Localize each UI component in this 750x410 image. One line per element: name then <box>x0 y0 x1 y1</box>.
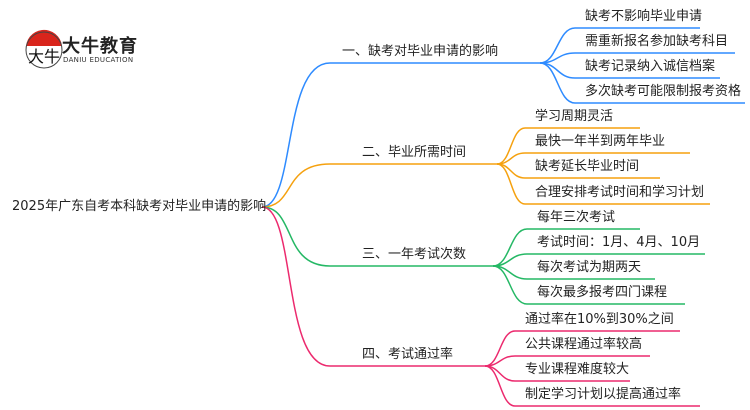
root-topic[interactable]: 2025年广东自考本科缺考对毕业申请的影响 <box>12 199 267 214</box>
branch-connector <box>261 163 497 208</box>
leaf-connector <box>496 152 690 165</box>
logo-subtitle: DANIU EDUCATION <box>63 56 134 64</box>
leaf-connector <box>484 355 650 367</box>
leaf-topic[interactable]: 最快一年半到两年毕业 <box>535 134 666 149</box>
leaf-topic[interactable]: 多次缺考可能限制报考资格 <box>585 84 742 99</box>
leaf-topic[interactable]: 考试时间：1月、4月、10月 <box>537 235 701 250</box>
leaf-connector <box>492 253 705 267</box>
leaf-topic[interactable]: 缺考延长毕业时间 <box>535 159 640 174</box>
leaf-topic[interactable]: 缺考不影响毕业申请 <box>585 9 703 24</box>
leaf-topic[interactable]: 合理安排考试时间和学习计划 <box>535 185 705 200</box>
branch-topic[interactable]: 三、一年考试次数 <box>362 247 467 262</box>
branch-topic[interactable]: 二、毕业所需时间 <box>362 145 467 160</box>
logo-mark-icon: 大牛 <box>25 29 63 69</box>
leaf-connector <box>492 265 685 305</box>
leaf-connector <box>496 127 640 165</box>
leaf-topic[interactable]: 每次考试为期两天 <box>537 260 642 275</box>
logo-text: 大牛教育 <box>62 36 138 57</box>
leaf-connector <box>492 228 640 267</box>
leaf-topic[interactable]: 公共课程通过率较高 <box>525 337 643 352</box>
leaf-connector <box>539 62 745 104</box>
leaf-topic[interactable]: 制定学习计划以提高通过率 <box>525 387 682 402</box>
branch-connector <box>261 206 485 367</box>
leaf-connector <box>539 52 735 64</box>
svg-text:大牛: 大牛 <box>28 47 60 66</box>
leaf-connector <box>484 365 700 407</box>
leaf-topic[interactable]: 需重新报名参加缺考科目 <box>585 34 729 49</box>
branch-connector <box>261 206 493 267</box>
branch-topic[interactable]: 一、缺考对毕业申请的影响 <box>342 44 499 59</box>
leaf-connector <box>496 163 710 205</box>
leaf-topic[interactable]: 缺考记录纳入诚信档案 <box>585 59 716 74</box>
leaf-topic[interactable]: 通过率在10%到30%之间 <box>525 312 674 327</box>
leaf-topic[interactable]: 专业课程难度较大 <box>525 362 630 377</box>
branch-connector <box>261 62 540 208</box>
leaf-topic[interactable]: 每年三次考试 <box>537 210 616 225</box>
branch-topic[interactable]: 四、考试通过率 <box>362 347 454 362</box>
leaf-topic[interactable]: 学习周期灵活 <box>535 109 614 124</box>
leaf-topic[interactable]: 每次最多报考四门课程 <box>537 285 668 300</box>
